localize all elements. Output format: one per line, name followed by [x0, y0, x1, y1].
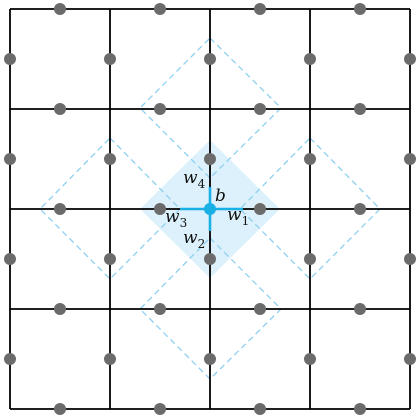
- label-w2-sub: 2: [198, 237, 206, 251]
- label-w3: w3: [165, 207, 187, 230]
- edge-node: [354, 3, 366, 15]
- edge-node: [54, 403, 66, 415]
- central-vertex-group: [180, 187, 243, 231]
- edge-node: [204, 353, 216, 365]
- edge-node: [154, 303, 166, 315]
- edge-node: [54, 203, 66, 215]
- edge-node: [4, 153, 16, 165]
- edge-node: [204, 253, 216, 265]
- label-w4-sub: 4: [198, 177, 206, 191]
- edge-node: [254, 303, 266, 315]
- edge-node: [204, 53, 216, 65]
- edge-node: [354, 303, 366, 315]
- edge-node: [404, 153, 416, 165]
- edge-node: [254, 103, 266, 115]
- edge-node: [4, 253, 16, 265]
- edge-node: [54, 303, 66, 315]
- edge-node: [104, 353, 116, 365]
- edge-node: [254, 403, 266, 415]
- edge-node: [304, 353, 316, 365]
- central-vertex: [204, 203, 216, 215]
- edge-node: [54, 3, 66, 15]
- edge-node: [104, 253, 116, 265]
- edge-node: [354, 103, 366, 115]
- edge-node: [154, 203, 166, 215]
- edge-node: [354, 203, 366, 215]
- edge-node: [304, 253, 316, 265]
- label-w1: w1: [227, 205, 249, 228]
- edge-node: [354, 403, 366, 415]
- dashed-plaquette-top: [139, 37, 282, 179]
- label-w2: w2: [183, 228, 205, 251]
- label-w3-base: w: [165, 207, 180, 227]
- edge-node: [254, 203, 266, 215]
- label-w3-sub: 3: [180, 216, 188, 230]
- dashed-plaquette-right: [239, 137, 381, 280]
- labels: b w4 w3 w1 w2: [165, 168, 249, 251]
- label-w1-sub: 1: [242, 214, 250, 228]
- edge-node: [304, 53, 316, 65]
- label-w2-base: w: [183, 228, 198, 248]
- dashed-plaquette-left: [39, 137, 181, 280]
- edge-node: [54, 103, 66, 115]
- label-w4: w4: [183, 168, 206, 191]
- grid-lines: [9, 8, 411, 410]
- edge-node: [304, 153, 316, 165]
- edge-node: [404, 253, 416, 265]
- label-w4-base: w: [183, 168, 198, 188]
- edge-node: [154, 403, 166, 415]
- edge-node: [404, 353, 416, 365]
- edge-node: [4, 353, 16, 365]
- edge-node: [4, 53, 16, 65]
- edge-node: [154, 103, 166, 115]
- edge-node: [254, 3, 266, 15]
- edge-node: [104, 153, 116, 165]
- label-w1-base: w: [227, 205, 242, 225]
- edge-nodes: [4, 3, 416, 415]
- edge-node: [404, 53, 416, 65]
- label-b: b: [215, 186, 226, 206]
- edge-node: [154, 3, 166, 15]
- edge-node: [104, 53, 116, 65]
- edge-node: [204, 153, 216, 165]
